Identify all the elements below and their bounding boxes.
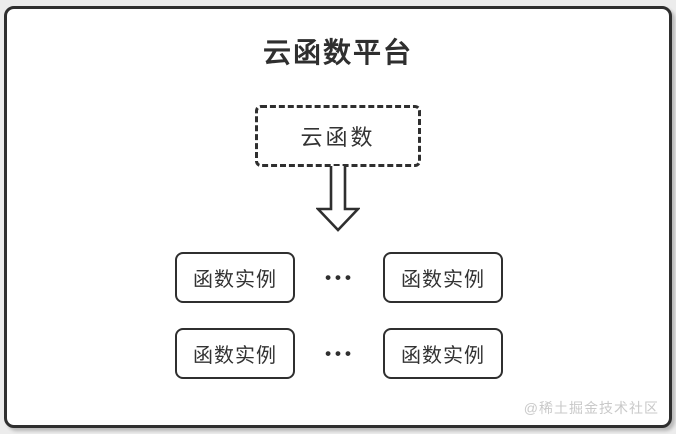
diagram-title: 云函数平台 (262, 37, 413, 68)
function-instance-node: 函数实例 (175, 252, 295, 303)
cloud-function-node: 云函数 (255, 105, 421, 167)
ellipsis-dots: ••• (325, 343, 355, 363)
function-instance-node: 函数实例 (383, 328, 503, 379)
watermark: @稀土掘金技术社区 (523, 400, 659, 416)
function-instance-node: 函数实例 (383, 252, 503, 303)
function-instance-node: 函数实例 (175, 328, 295, 379)
cloud-function-label: 云函数 (300, 125, 376, 150)
diagram-frame: 云函数平台 云函数 函数实例 ••• 函数实例 函数实例 ••• 函数实例 @稀… (4, 6, 672, 428)
ellipsis-dots: ••• (325, 267, 355, 287)
down-arrow-icon (316, 166, 360, 232)
